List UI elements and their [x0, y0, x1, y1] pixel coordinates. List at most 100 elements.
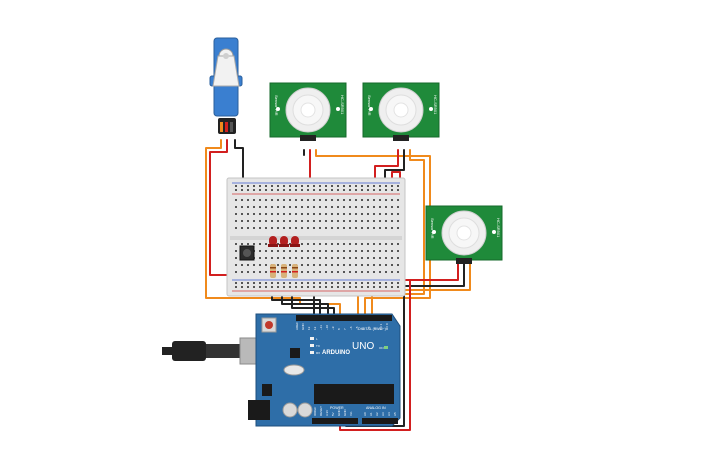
breadboard-hole — [283, 257, 285, 259]
breadboard-hole — [319, 243, 321, 245]
breadboard-hole — [319, 199, 321, 201]
digital-pin-label: ~9 — [331, 326, 335, 330]
breadboard-hole — [289, 213, 291, 215]
breadboard-hole — [355, 250, 357, 252]
breadboard-hole — [385, 213, 387, 215]
breadboard-hole — [247, 227, 249, 229]
breadboard-hole — [283, 213, 285, 215]
breadboard-hole — [259, 213, 261, 215]
breadboard-hole — [337, 189, 339, 191]
breadboard-hole — [379, 227, 381, 229]
breadboard-hole — [355, 227, 357, 229]
breadboard-hole — [313, 250, 315, 252]
breadboard-hole — [319, 271, 321, 273]
breadboard-hole — [355, 257, 357, 259]
wire-servo-red — [209, 139, 233, 276]
breadboard-hole — [247, 282, 249, 284]
breadboard-hole — [253, 213, 255, 215]
power-pin-label: IOREF — [313, 407, 317, 416]
servo-motor — [209, 37, 243, 134]
breadboard-hole — [391, 220, 393, 222]
breadboard-hole — [295, 189, 297, 191]
breadboard-hole — [253, 271, 255, 273]
breadboard-hole — [253, 185, 255, 187]
breadboard-hole — [301, 189, 303, 191]
breadboard-hole — [379, 271, 381, 273]
breadboard-hole — [331, 189, 333, 191]
breadboard-hole — [319, 206, 321, 208]
breadboard-hole — [283, 220, 285, 222]
breadboard-hole — [337, 220, 339, 222]
breadboard-hole — [313, 206, 315, 208]
breadboard-hole — [277, 257, 279, 259]
breadboard-hole — [343, 243, 345, 245]
breadboard-hole — [391, 250, 393, 252]
breadboard-hole — [295, 250, 297, 252]
breadboard-hole — [307, 185, 309, 187]
breadboard-hole — [319, 257, 321, 259]
breadboard-hole — [367, 227, 369, 229]
breadboard-hole — [295, 213, 297, 215]
breadboard-hole — [373, 227, 375, 229]
breadboard-hole — [349, 282, 351, 284]
status-led-label: ON — [379, 346, 384, 350]
breadboard-hole — [313, 220, 315, 222]
breadboard-hole — [301, 185, 303, 187]
breadboard-hole — [235, 220, 237, 222]
breadboard-hole — [343, 282, 345, 284]
breadboard-hole — [235, 264, 237, 266]
led-3 — [290, 236, 300, 247]
breadboard-hole — [361, 264, 363, 266]
breadboard-hole — [355, 213, 357, 215]
breadboard-holes — [235, 185, 399, 288]
breadboard-hole — [301, 271, 303, 273]
digital-pin-label: GND — [301, 323, 305, 331]
breadboard-hole — [361, 220, 363, 222]
breadboard-hole — [313, 227, 315, 229]
pir-sensor-2: Sensor PIR HC-SR501 — [362, 82, 440, 141]
breadboard-hole — [241, 227, 243, 229]
breadboard-hole — [283, 250, 285, 252]
breadboard-hole — [325, 227, 327, 229]
breadboard-hole — [331, 264, 333, 266]
breadboard-hole — [301, 257, 303, 259]
breadboard-hole — [391, 227, 393, 229]
breadboard-hole — [235, 185, 237, 187]
breadboard-hole — [265, 227, 267, 229]
breadboard-hole — [337, 185, 339, 187]
breadboard-hole — [295, 185, 297, 187]
analog-pin-label: A5 — [393, 412, 397, 416]
breadboard-hole — [367, 206, 369, 208]
breadboard-hole — [331, 286, 333, 288]
breadboard-hole — [337, 257, 339, 259]
breadboard-hole — [283, 227, 285, 229]
breadboard-hole — [289, 286, 291, 288]
barrel-jack — [248, 400, 270, 420]
breadboard-hole — [355, 189, 357, 191]
breadboard-hole — [343, 185, 345, 187]
breadboard-hole — [325, 220, 327, 222]
breadboard-hole — [265, 185, 267, 187]
breadboard-hole — [259, 185, 261, 187]
breadboard-hole — [283, 286, 285, 288]
wire-pir2-orange — [357, 149, 425, 319]
breadboard-hole — [301, 286, 303, 288]
breadboard-hole — [379, 206, 381, 208]
status-led-label: L — [316, 337, 318, 341]
breadboard-hole — [289, 227, 291, 229]
resistors — [270, 264, 298, 278]
breadboard-hole — [259, 220, 261, 222]
breadboard-hole — [319, 185, 321, 187]
breadboard-hole — [349, 271, 351, 273]
breadboard-hole — [235, 250, 237, 252]
breadboard-hole — [259, 282, 261, 284]
breadboard-hole — [307, 189, 309, 191]
led-2 — [279, 236, 289, 247]
breadboard — [226, 177, 406, 297]
breadboard-hole — [361, 271, 363, 273]
digital-pin-label: RX 0 — [385, 323, 389, 330]
breadboard-hole — [277, 264, 279, 266]
breadboard-hole — [325, 189, 327, 191]
breadboard-hole — [235, 257, 237, 259]
arduino-model: UNO — [352, 341, 374, 352]
